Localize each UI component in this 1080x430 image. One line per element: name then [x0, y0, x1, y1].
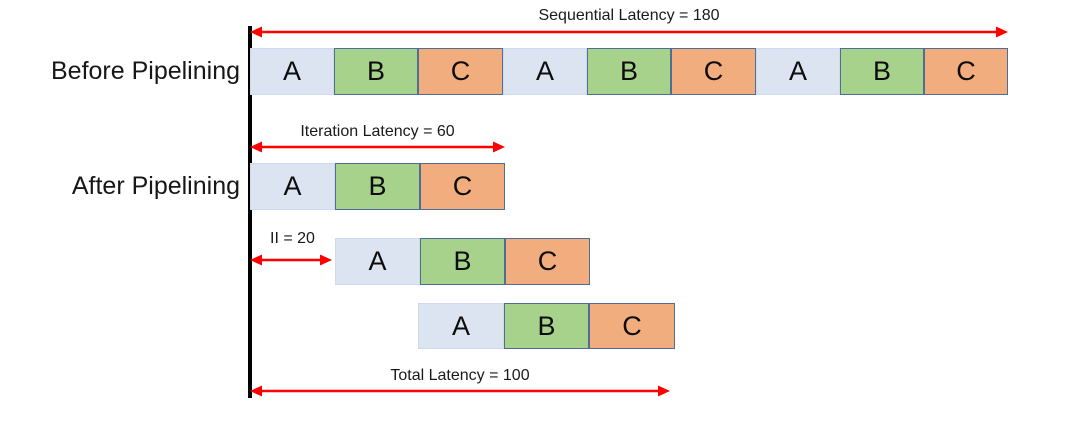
stage-block-a: A — [250, 48, 334, 95]
stage-block-b: B — [420, 238, 505, 285]
sequential-latency-label: Sequential Latency = 180 — [538, 7, 720, 24]
initiation-interval-label: II = 20 — [270, 230, 315, 247]
stage-block-a: A — [418, 303, 504, 349]
sequential-latency-arrow — [250, 25, 1008, 39]
stage-block-a: A — [250, 163, 335, 210]
initiation-interval-arrow — [250, 253, 332, 267]
total-latency-arrow — [250, 384, 670, 398]
stage-block-b: B — [334, 48, 418, 95]
stage-block-a: A — [756, 48, 840, 95]
stage-block-c: C — [589, 303, 675, 349]
stage-block-c: C — [671, 48, 756, 95]
stage-block-c: C — [420, 163, 505, 210]
stage-block-c: C — [924, 48, 1008, 95]
iteration-latency-label: Iteration Latency = 60 — [300, 123, 455, 140]
iteration-latency-arrow — [250, 140, 505, 154]
after-pipelining-label: After Pipelining — [71, 172, 240, 200]
stage-block-b: B — [587, 48, 671, 95]
stage-block-c: C — [505, 238, 590, 285]
stage-block-b: B — [840, 48, 924, 95]
stage-block-b: B — [504, 303, 589, 349]
sequential-row: A B C A B C A B C — [250, 48, 1008, 95]
pipelined-row-1: A B C — [250, 163, 505, 210]
pipelined-row-2: A B C — [335, 238, 590, 285]
time-axis-line — [248, 26, 252, 398]
total-latency-label: Total Latency = 100 — [390, 367, 530, 384]
stage-block-a: A — [503, 48, 587, 95]
stage-block-c: C — [418, 48, 503, 95]
before-pipelining-label: Before Pipelining — [50, 57, 240, 85]
pipelined-row-3: A B C — [418, 303, 675, 349]
stage-block-b: B — [335, 163, 420, 210]
stage-block-a: A — [335, 238, 420, 285]
